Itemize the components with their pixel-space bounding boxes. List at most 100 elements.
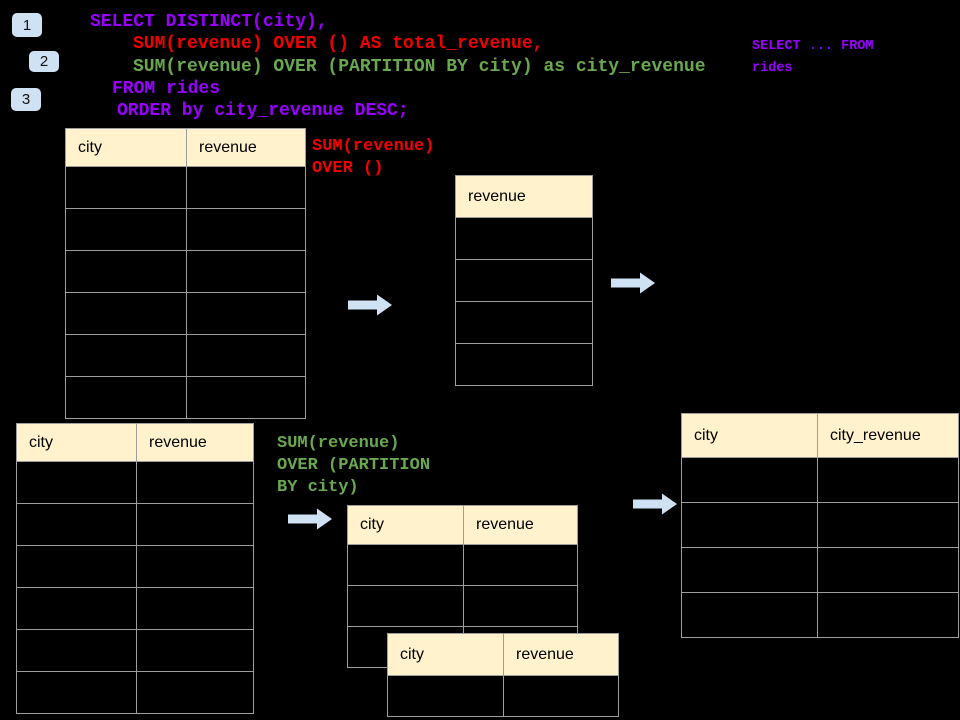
table-header-row: city revenue <box>387 633 619 676</box>
table-row <box>681 457 959 503</box>
table-cell-empty <box>186 208 306 251</box>
table-cell-empty <box>463 544 578 586</box>
table-cell-empty <box>681 457 818 503</box>
table-header-row: city revenue <box>16 423 254 462</box>
table-cell-empty <box>455 259 593 302</box>
column-header-city: city <box>347 505 464 545</box>
column-header-city: city <box>16 423 137 462</box>
table-row <box>681 502 959 548</box>
sql-line-order-by: ORDER by city_revenue DESC; <box>117 101 409 121</box>
table-cell-empty <box>347 585 464 627</box>
table-cell-empty <box>186 334 306 377</box>
corner-note-line2: rides <box>752 61 793 76</box>
table-source-bottom: city revenue <box>16 423 254 714</box>
annotation-total-revenue: SUM(revenue)OVER () <box>312 136 434 180</box>
table-cell-empty <box>387 675 504 717</box>
table-cell-empty <box>65 208 187 251</box>
table-cell-empty <box>503 675 619 717</box>
table-cell-empty <box>65 166 187 209</box>
table-cell-empty <box>817 457 959 503</box>
table-cell-empty <box>681 502 818 548</box>
table-row <box>65 166 306 209</box>
step-badge-2: 2 <box>29 51 59 72</box>
table-cell-empty <box>681 547 818 593</box>
table-row <box>16 671 254 714</box>
right-arrow-icon <box>633 493 677 515</box>
table-row <box>65 208 306 251</box>
table-row <box>65 250 306 293</box>
table-row <box>16 587 254 630</box>
table-cell-empty <box>136 629 254 672</box>
table-cell-empty <box>136 671 254 714</box>
table-cell-empty <box>16 503 137 546</box>
table-row <box>681 592 959 638</box>
sql-line-sum-over: SUM(revenue) OVER () AS total_revenue, <box>133 34 544 54</box>
sql-line-select: SELECT DISTINCT(city), <box>90 12 328 32</box>
annotation-partition: SUM(revenue) OVER (PARTITION BY city) <box>277 433 430 499</box>
table-cell-empty <box>65 334 187 377</box>
table-cell-empty <box>136 503 254 546</box>
annotation-partition-line3: BY city) <box>277 478 359 497</box>
table-cell-empty <box>186 292 306 335</box>
table-cell-empty <box>16 545 137 588</box>
table-cell-empty <box>463 585 578 627</box>
column-header-city: city <box>681 413 818 458</box>
table-cell-empty <box>16 587 137 630</box>
corner-note-select-from-rides: SELECT ... FROM rides <box>752 36 874 80</box>
table-row <box>65 292 306 335</box>
table-cell-empty <box>136 545 254 588</box>
column-header-city-revenue: city_revenue <box>817 413 959 458</box>
table-header-row: city revenue <box>65 128 306 167</box>
table-row <box>347 585 578 627</box>
table-header-row: city revenue <box>347 505 578 545</box>
table-result: city city_revenue <box>681 413 959 638</box>
annotation-total-line2: OVER () <box>312 159 384 178</box>
table-cell-empty <box>16 461 137 504</box>
right-arrow-icon <box>348 294 392 316</box>
sql-line-sum-partition: SUM(revenue) OVER (PARTITION BY city) as… <box>133 57 706 77</box>
column-header-revenue: revenue <box>186 128 306 167</box>
table-row <box>455 301 593 344</box>
table-cell-empty <box>455 343 593 386</box>
table-cell-empty <box>65 376 187 419</box>
table-row <box>455 217 593 260</box>
annotation-partition-line1: SUM(revenue) <box>277 434 400 453</box>
table-cell-empty <box>817 592 959 638</box>
column-header-revenue: revenue <box>463 505 578 545</box>
column-header-revenue: revenue <box>136 423 254 462</box>
right-arrow-icon <box>288 508 332 530</box>
sql-line-from: FROM rides <box>112 79 221 99</box>
column-header-city: city <box>65 128 187 167</box>
table-cell-empty <box>65 250 187 293</box>
table-partition-overlay: city revenue <box>387 633 619 717</box>
table-cell-empty <box>16 671 137 714</box>
table-row <box>65 376 306 419</box>
column-header-revenue: revenue <box>503 633 619 676</box>
table-cell-empty <box>817 502 959 548</box>
table-cell-empty <box>186 250 306 293</box>
step-badge-1: 1 <box>12 13 42 37</box>
table-row <box>387 675 619 717</box>
column-header-revenue: revenue <box>455 175 593 218</box>
table-header-row: city city_revenue <box>681 413 959 458</box>
table-row <box>16 503 254 546</box>
table-row <box>65 334 306 377</box>
table-cell-empty <box>136 587 254 630</box>
annotation-partition-line2: OVER (PARTITION <box>277 456 431 475</box>
step-badge-3: 3 <box>11 88 41 111</box>
table-cell-empty <box>65 292 187 335</box>
table-row <box>16 629 254 672</box>
table-cell-empty <box>16 629 137 672</box>
table-row <box>16 545 254 588</box>
column-header-city: city <box>387 633 504 676</box>
table-row <box>347 544 578 586</box>
table-cell-empty <box>817 547 959 593</box>
table-total-revenue: revenue <box>455 175 593 386</box>
table-row <box>681 547 959 593</box>
table-cell-empty <box>186 166 306 209</box>
corner-note-line1: SELECT ... FROM <box>752 39 874 54</box>
table-row <box>16 461 254 504</box>
table-cell-empty <box>455 217 593 260</box>
table-source-top: city revenue <box>65 128 306 419</box>
right-arrow-icon <box>611 272 655 294</box>
